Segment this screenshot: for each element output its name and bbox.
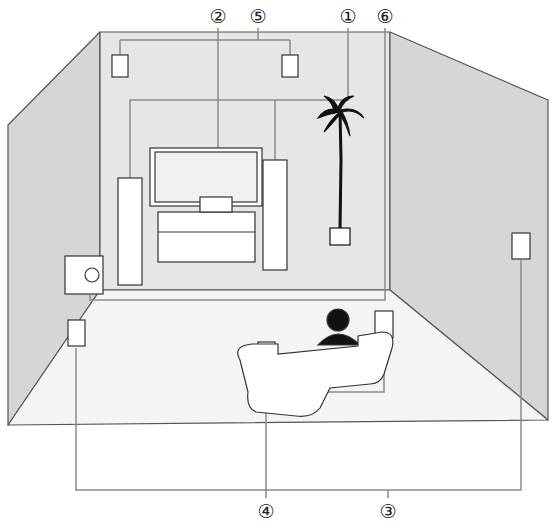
room — [8, 32, 548, 425]
cabinet — [158, 212, 255, 262]
front-high-left — [112, 55, 128, 77]
callout-number: ① — [338, 6, 357, 27]
plant-trunk — [340, 110, 341, 230]
callout-number: ⑤ — [248, 6, 267, 27]
front-high-right — [282, 55, 298, 77]
sofa — [238, 332, 393, 416]
leader-subwoofer — [90, 28, 385, 300]
floor — [8, 290, 548, 425]
plant-pot — [330, 228, 350, 245]
surround-right — [512, 233, 530, 259]
center-speaker — [200, 197, 232, 212]
speakers — [65, 55, 530, 369]
tower-right — [263, 160, 287, 270]
plant — [318, 96, 364, 245]
leader-front-high — [120, 28, 290, 55]
subwoofer — [65, 256, 103, 294]
sofa-person — [238, 309, 393, 416]
leader-surround — [76, 260, 521, 498]
plant-leaves — [318, 96, 364, 136]
callout-number: ③ — [378, 501, 397, 522]
callout-number: ⑥ — [375, 6, 394, 27]
tv-screen — [155, 152, 257, 202]
subwoofer-cone — [85, 268, 99, 282]
tower-left — [118, 178, 142, 285]
tv-set — [150, 148, 262, 262]
cabinet-shelf — [158, 231, 255, 232]
callout-number: ② — [208, 6, 227, 27]
leader-lines — [76, 28, 521, 498]
callout-number: ④ — [256, 501, 275, 522]
surround-left — [68, 320, 85, 346]
person-body — [318, 334, 360, 345]
person-head — [327, 309, 349, 331]
back-wall — [100, 32, 390, 290]
